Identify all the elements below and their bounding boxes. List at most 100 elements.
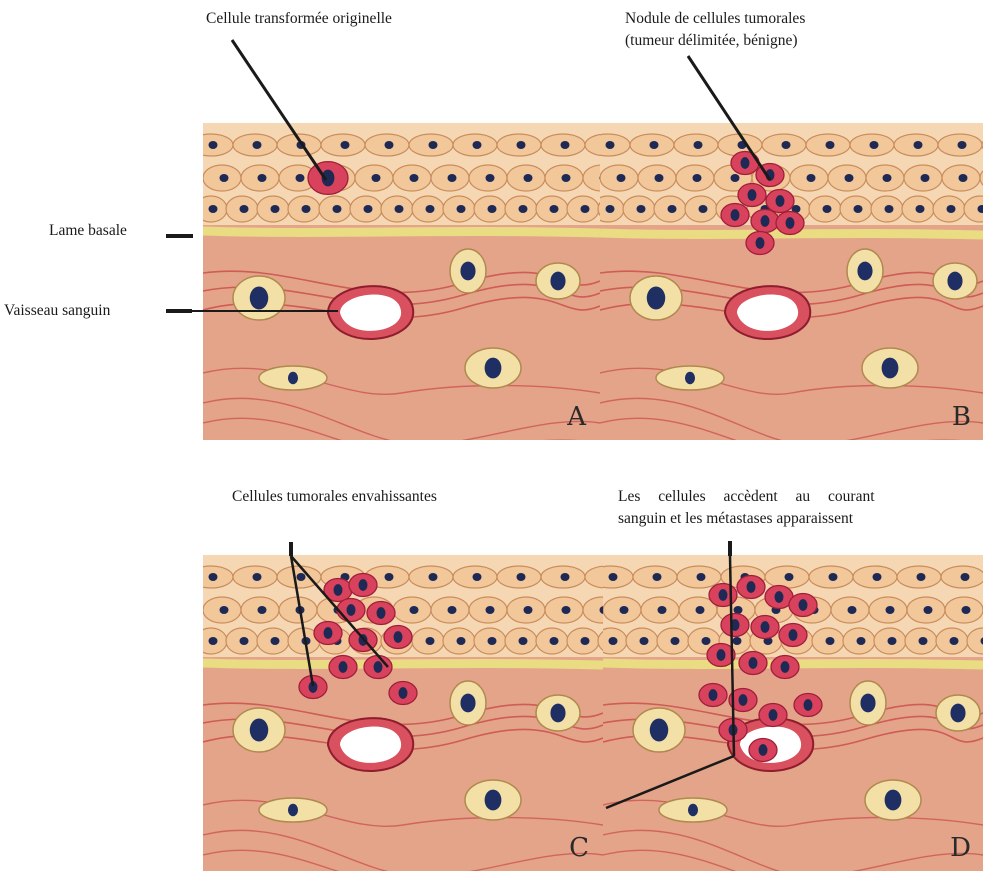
tumor-cell	[308, 162, 348, 195]
nucleus	[385, 573, 394, 581]
epithelial-cell	[853, 566, 897, 588]
nucleus	[606, 205, 615, 213]
tumor-cell	[759, 704, 787, 727]
epithelial-cell	[545, 597, 583, 623]
epithelial-cell	[233, 566, 277, 588]
stromal-cell	[259, 798, 327, 822]
nucleus	[209, 141, 218, 149]
tumor-cell	[384, 626, 412, 649]
nucleus	[240, 637, 249, 645]
nucleus	[302, 637, 311, 645]
nucleus	[271, 637, 280, 645]
nucleus	[883, 174, 892, 182]
tumor-cell	[766, 190, 794, 213]
label-vaisseau-sanguin: Vaisseau sanguin	[4, 300, 110, 321]
nucleus	[271, 205, 280, 213]
stromal-cell	[450, 681, 486, 725]
tumor-cell	[739, 652, 767, 675]
nucleus	[606, 141, 615, 149]
nucleus	[671, 637, 680, 645]
nucleus	[668, 205, 677, 213]
epithelial-cell	[654, 196, 686, 222]
epithelial-cell	[850, 134, 894, 156]
nucleus	[888, 637, 897, 645]
epithelial-cell	[226, 196, 258, 222]
nucleus	[359, 579, 368, 591]
nucleus	[550, 704, 565, 723]
stromal-cell	[659, 798, 727, 822]
epithelial-cell	[806, 134, 850, 156]
nucleus	[914, 141, 923, 149]
nucleus	[399, 687, 408, 699]
nucleus	[517, 141, 526, 149]
nucleus	[429, 573, 438, 581]
label-cellule-transformee: Cellule transformée originelle	[206, 8, 392, 29]
nucleus	[209, 573, 218, 581]
nucleus	[473, 141, 482, 149]
epithelial-cell	[638, 165, 676, 191]
epithelial-cell	[226, 628, 258, 654]
nucleus	[731, 209, 740, 221]
nucleus	[924, 606, 933, 614]
epithelial-cell	[277, 134, 321, 156]
nucleus	[699, 205, 708, 213]
nucleus	[488, 637, 497, 645]
nucleus	[617, 174, 626, 182]
epithelial-cell	[902, 196, 934, 222]
nucleus	[653, 573, 662, 581]
nucleus	[309, 681, 318, 693]
tissue-drawing	[203, 123, 600, 440]
nucleus	[258, 174, 267, 182]
epithelial-cell	[203, 597, 241, 623]
nucleus	[485, 790, 502, 811]
stromal-cell	[656, 366, 724, 390]
nucleus	[253, 141, 262, 149]
nucleus	[581, 637, 590, 645]
stromal-cell	[536, 263, 580, 299]
epithelial-cell	[497, 566, 541, 588]
nucleus	[781, 661, 790, 673]
epithelial-cell	[409, 134, 453, 156]
tissue-drawing	[603, 555, 983, 871]
epithelial-cell	[869, 597, 907, 623]
epithelial-cell	[677, 566, 721, 588]
nucleus	[288, 804, 298, 816]
nucleus	[302, 205, 311, 213]
nucleus	[550, 637, 559, 645]
epithelial-cell	[765, 566, 809, 588]
label-nodule-line2: (tumeur délimitée, bénigne)	[625, 30, 798, 51]
nucleus	[457, 637, 466, 645]
epithelial-cell	[241, 597, 279, 623]
nucleus	[324, 627, 333, 639]
nucleus	[870, 141, 879, 149]
nucleus	[297, 573, 306, 581]
nucleus	[250, 287, 268, 310]
nucleus	[709, 689, 718, 701]
epithelial-cell	[633, 566, 677, 588]
nucleus	[729, 724, 738, 736]
epithelial-cell	[809, 566, 853, 588]
nucleus	[873, 573, 882, 581]
epithelial-cell	[541, 566, 585, 588]
nucleus	[448, 606, 457, 614]
nucleus	[733, 637, 742, 645]
stromal-cell	[865, 780, 921, 820]
stromal-cell	[862, 348, 918, 388]
tumor-cell	[751, 210, 779, 233]
tumor-cell	[329, 656, 357, 679]
tumor-cell	[719, 719, 747, 742]
epithelial-cell	[412, 196, 444, 222]
epithelial-cell	[831, 597, 869, 623]
epithelial-cell	[762, 134, 806, 156]
nucleus	[961, 573, 970, 581]
nucleus	[640, 637, 649, 645]
epithelial-cell	[507, 597, 545, 623]
nucleus	[749, 657, 758, 669]
nucleus	[561, 573, 570, 581]
nucleus	[333, 205, 342, 213]
epithelial-cell	[203, 165, 241, 191]
epithelial-cell	[277, 566, 321, 588]
nucleus	[719, 589, 728, 601]
nucleus	[959, 174, 968, 182]
nucleus	[562, 606, 571, 614]
